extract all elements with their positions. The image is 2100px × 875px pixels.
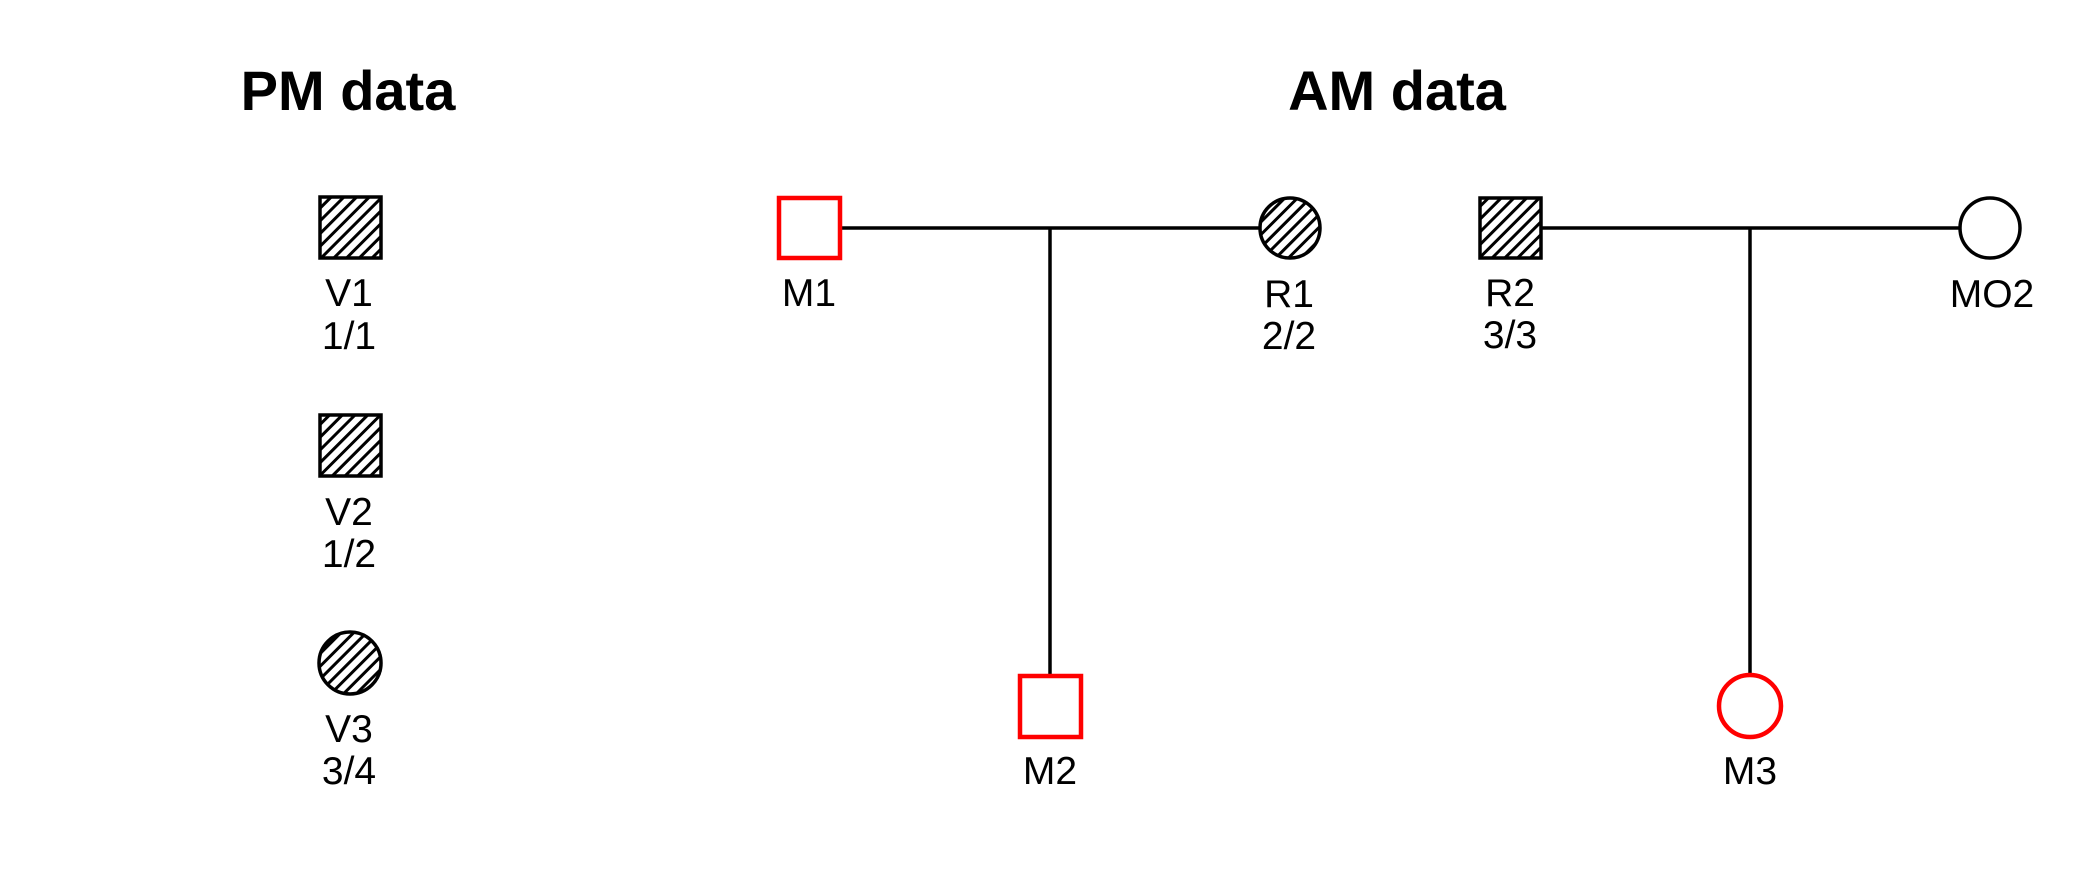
v3-genotype: 3/4 xyxy=(322,750,376,793)
r2-hatched-square-symbol xyxy=(1478,196,1543,260)
family-1: M1 R1 2/2 M2 xyxy=(776,195,1322,793)
mo2-label: MO2 xyxy=(1950,273,2035,316)
v3-hatched-circle-symbol xyxy=(317,630,383,696)
m1-red-square-symbol xyxy=(776,195,843,261)
v1-genotype: 1/1 xyxy=(322,315,376,358)
v2-label: V2 xyxy=(325,491,373,534)
mo2-open-circle-symbol xyxy=(1958,196,2022,260)
r1-hatched-circle-symbol xyxy=(1258,196,1322,260)
v1-hatched-square-symbol xyxy=(318,195,383,260)
am-panel-title: AM data xyxy=(1288,59,1507,122)
m2-red-square-symbol xyxy=(1017,673,1084,740)
r1-genotype: 2/2 xyxy=(1262,315,1316,358)
r1-label: R1 xyxy=(1264,273,1314,316)
m1-label: M1 xyxy=(782,272,836,315)
v2-genotype: 1/2 xyxy=(322,533,376,576)
r2-label: R2 xyxy=(1485,272,1535,315)
r2-genotype: 3/3 xyxy=(1483,314,1537,357)
pm-panel-title: PM data xyxy=(241,59,457,122)
v2-hatched-square-symbol xyxy=(318,413,383,478)
v1-label: V1 xyxy=(325,272,373,315)
v3-label: V3 xyxy=(325,708,373,751)
m3-label: M3 xyxy=(1723,750,1777,793)
m2-label: M2 xyxy=(1023,750,1077,793)
am-panel: AM data M1 R1 2/2 M2 R2 3/3 xyxy=(776,59,2035,793)
family-2: R2 3/3 MO2 M3 xyxy=(1478,196,2035,793)
m3-red-circle-symbol xyxy=(1716,672,1784,740)
pm-panel: PM data V1 1/1 V2 1/2 V3 3/4 xyxy=(241,59,457,793)
